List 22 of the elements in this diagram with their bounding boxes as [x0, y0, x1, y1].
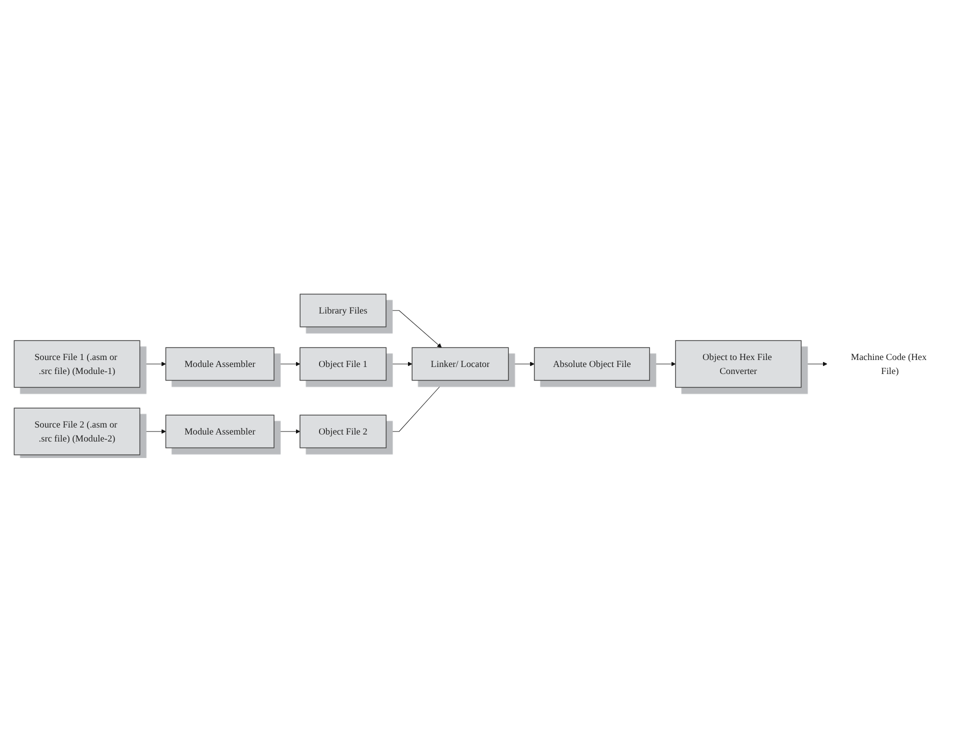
node-box: [14, 340, 140, 388]
arrow: [800, 361, 828, 366]
arrow: [386, 380, 446, 432]
arrow: [274, 361, 300, 366]
arrow: [386, 361, 412, 366]
node-box: [300, 293, 386, 327]
node-box: [300, 414, 387, 448]
arrow: [140, 428, 166, 434]
node-box: [300, 346, 387, 380]
node-box: [534, 346, 650, 380]
node-box: [675, 340, 802, 388]
node-box: [14, 407, 140, 455]
node-box: [165, 414, 274, 448]
arrow: [140, 361, 166, 366]
flowchart: Library Files Source File 1 (.asm or .src file) (Module-1) Module Assembler Object File 1 Linker/ Locator Absolute Object File Object to Hex File Converter Machine Code (Hex File) Source File 2 (.asm or .src file) (Module-2) Module Assembler Object File 2: [10, 290, 957, 458]
node-text: Machine Code (Hex File): [850, 351, 927, 376]
arrow: [649, 361, 676, 366]
node-box: [412, 346, 509, 380]
node-box: [165, 346, 274, 380]
arrow: [274, 428, 300, 434]
arrow: [386, 310, 442, 348]
arrow: [508, 361, 535, 366]
